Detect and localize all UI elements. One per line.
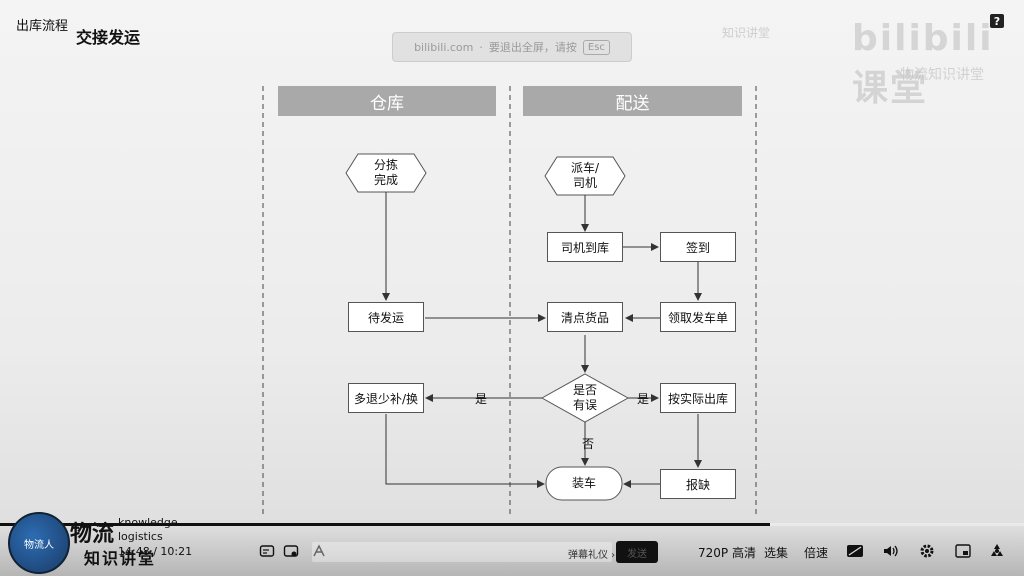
slide-title: 交接发运 [76,28,141,47]
slide-section-label: 出库流程 [16,19,69,34]
progress-fill [0,523,771,526]
toast-separator: · [479,40,483,54]
lane-header-delivery: 配送 [523,86,742,116]
node-loading: 装车 [571,476,596,490]
edge-moreless-to-loading [385,414,545,488]
send-danmaku-button[interactable]: 发送 [616,541,658,563]
brand-title-en: knowledge logistics [118,516,178,544]
edge-label-yes-right: 是 [637,392,650,406]
pip-icon[interactable] [954,542,972,560]
edge-label-no: 否 [582,437,595,451]
brand-en-line-1: knowledge [118,516,178,529]
brand-title-cn: 物流 [70,521,115,547]
watermark-side-text: 知识讲堂 [722,26,771,40]
node-actual-out: 按实际出库 [660,383,736,413]
speed-button[interactable]: 倍速 [804,546,829,560]
node-report-short: 报缺 [660,469,736,499]
danmaku-toggle-icon[interactable] [258,542,276,560]
exit-fullscreen-icon[interactable] [988,542,1006,560]
esc-key-badge: Esc [582,39,610,55]
danmaku-etiquette-link[interactable]: 弹幕礼仪 › [568,550,616,561]
bilibili-classroom-watermark: bilibili课堂 [852,18,994,109]
playback-time: 14:48 / 10:21 [118,545,193,558]
node-wait-ship: 待发运 [348,302,424,332]
danmaku-settings-icon[interactable] [282,542,300,560]
quality-button[interactable]: 720P 高清 [698,546,756,560]
episodes-button[interactable]: 选集 [764,546,789,560]
node-dispatch-driver: 派车/ 司机 [570,161,600,190]
node-get-dispatch-note: 领取发车单 [660,302,736,332]
subtitle-icon[interactable] [846,542,864,560]
channel-logo-avatar: 物流人 [8,512,70,574]
sort-done-hexagon [345,153,427,193]
toast-site: bilibili.com [414,40,474,54]
player-controls: 弹幕礼仪 › 发送 720P 高清 选集 倍速 [0,526,1024,576]
node-more-less: 多退少补/换 [348,383,424,413]
lane-header-warehouse: 仓库 [278,86,496,116]
volume-icon[interactable] [882,542,900,560]
danmaku-style-icon[interactable] [310,542,328,560]
danmaku-input[interactable] [312,542,612,562]
flowchart-lines [262,86,757,516]
node-sort-done: 分拣 完成 [373,158,398,187]
loading-terminal [545,466,623,501]
help-icon[interactable]: ? [990,14,1004,28]
node-driver-arrive: 司机到库 [547,232,623,262]
watermark-sub-text: 物流知识讲堂 [900,67,984,83]
exit-fullscreen-toast: bilibili.com · 要退出全屏，请按 Esc [392,32,632,62]
node-count-goods: 清点货品 [547,302,623,332]
node-any-error: 是否 有误 [572,383,597,412]
progress-bar[interactable] [0,523,1024,526]
settings-gear-icon[interactable] [918,542,936,560]
node-sign-in: 签到 [660,232,736,262]
edge-label-yes-left: 是 [475,392,488,406]
toast-message: 要退出全屏，请按 [488,41,577,54]
brand-subtitle: 知识讲堂 [84,549,157,568]
dispatch-driver-hexagon [544,156,626,196]
brand-en-line-2: logistics [118,530,163,543]
